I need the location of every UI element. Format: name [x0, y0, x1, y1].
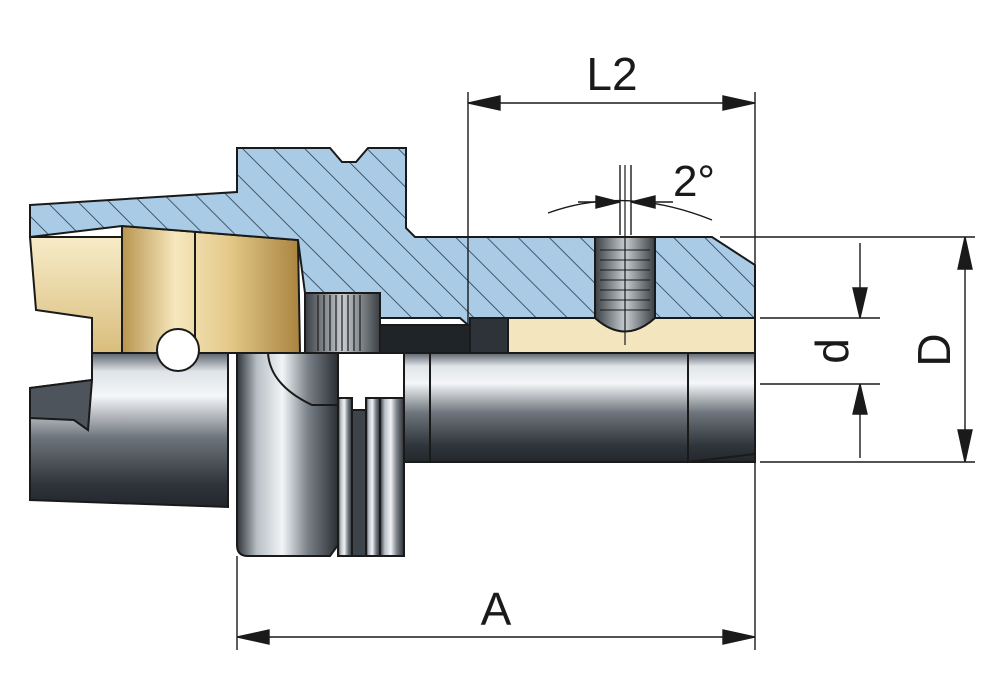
set-screw-hole	[594, 165, 656, 345]
dimension-label-angle: 2°	[673, 157, 715, 206]
dimension-lines	[236, 92, 975, 650]
dimension-label-l2: L2	[586, 48, 637, 100]
dimension-label-a: A	[481, 583, 512, 635]
dimension-label-d-small: d	[806, 338, 858, 364]
holder-lower-steel	[29, 352, 756, 557]
dimension-label-d-large: D	[908, 333, 960, 366]
clamping-sleeve	[28, 224, 302, 372]
